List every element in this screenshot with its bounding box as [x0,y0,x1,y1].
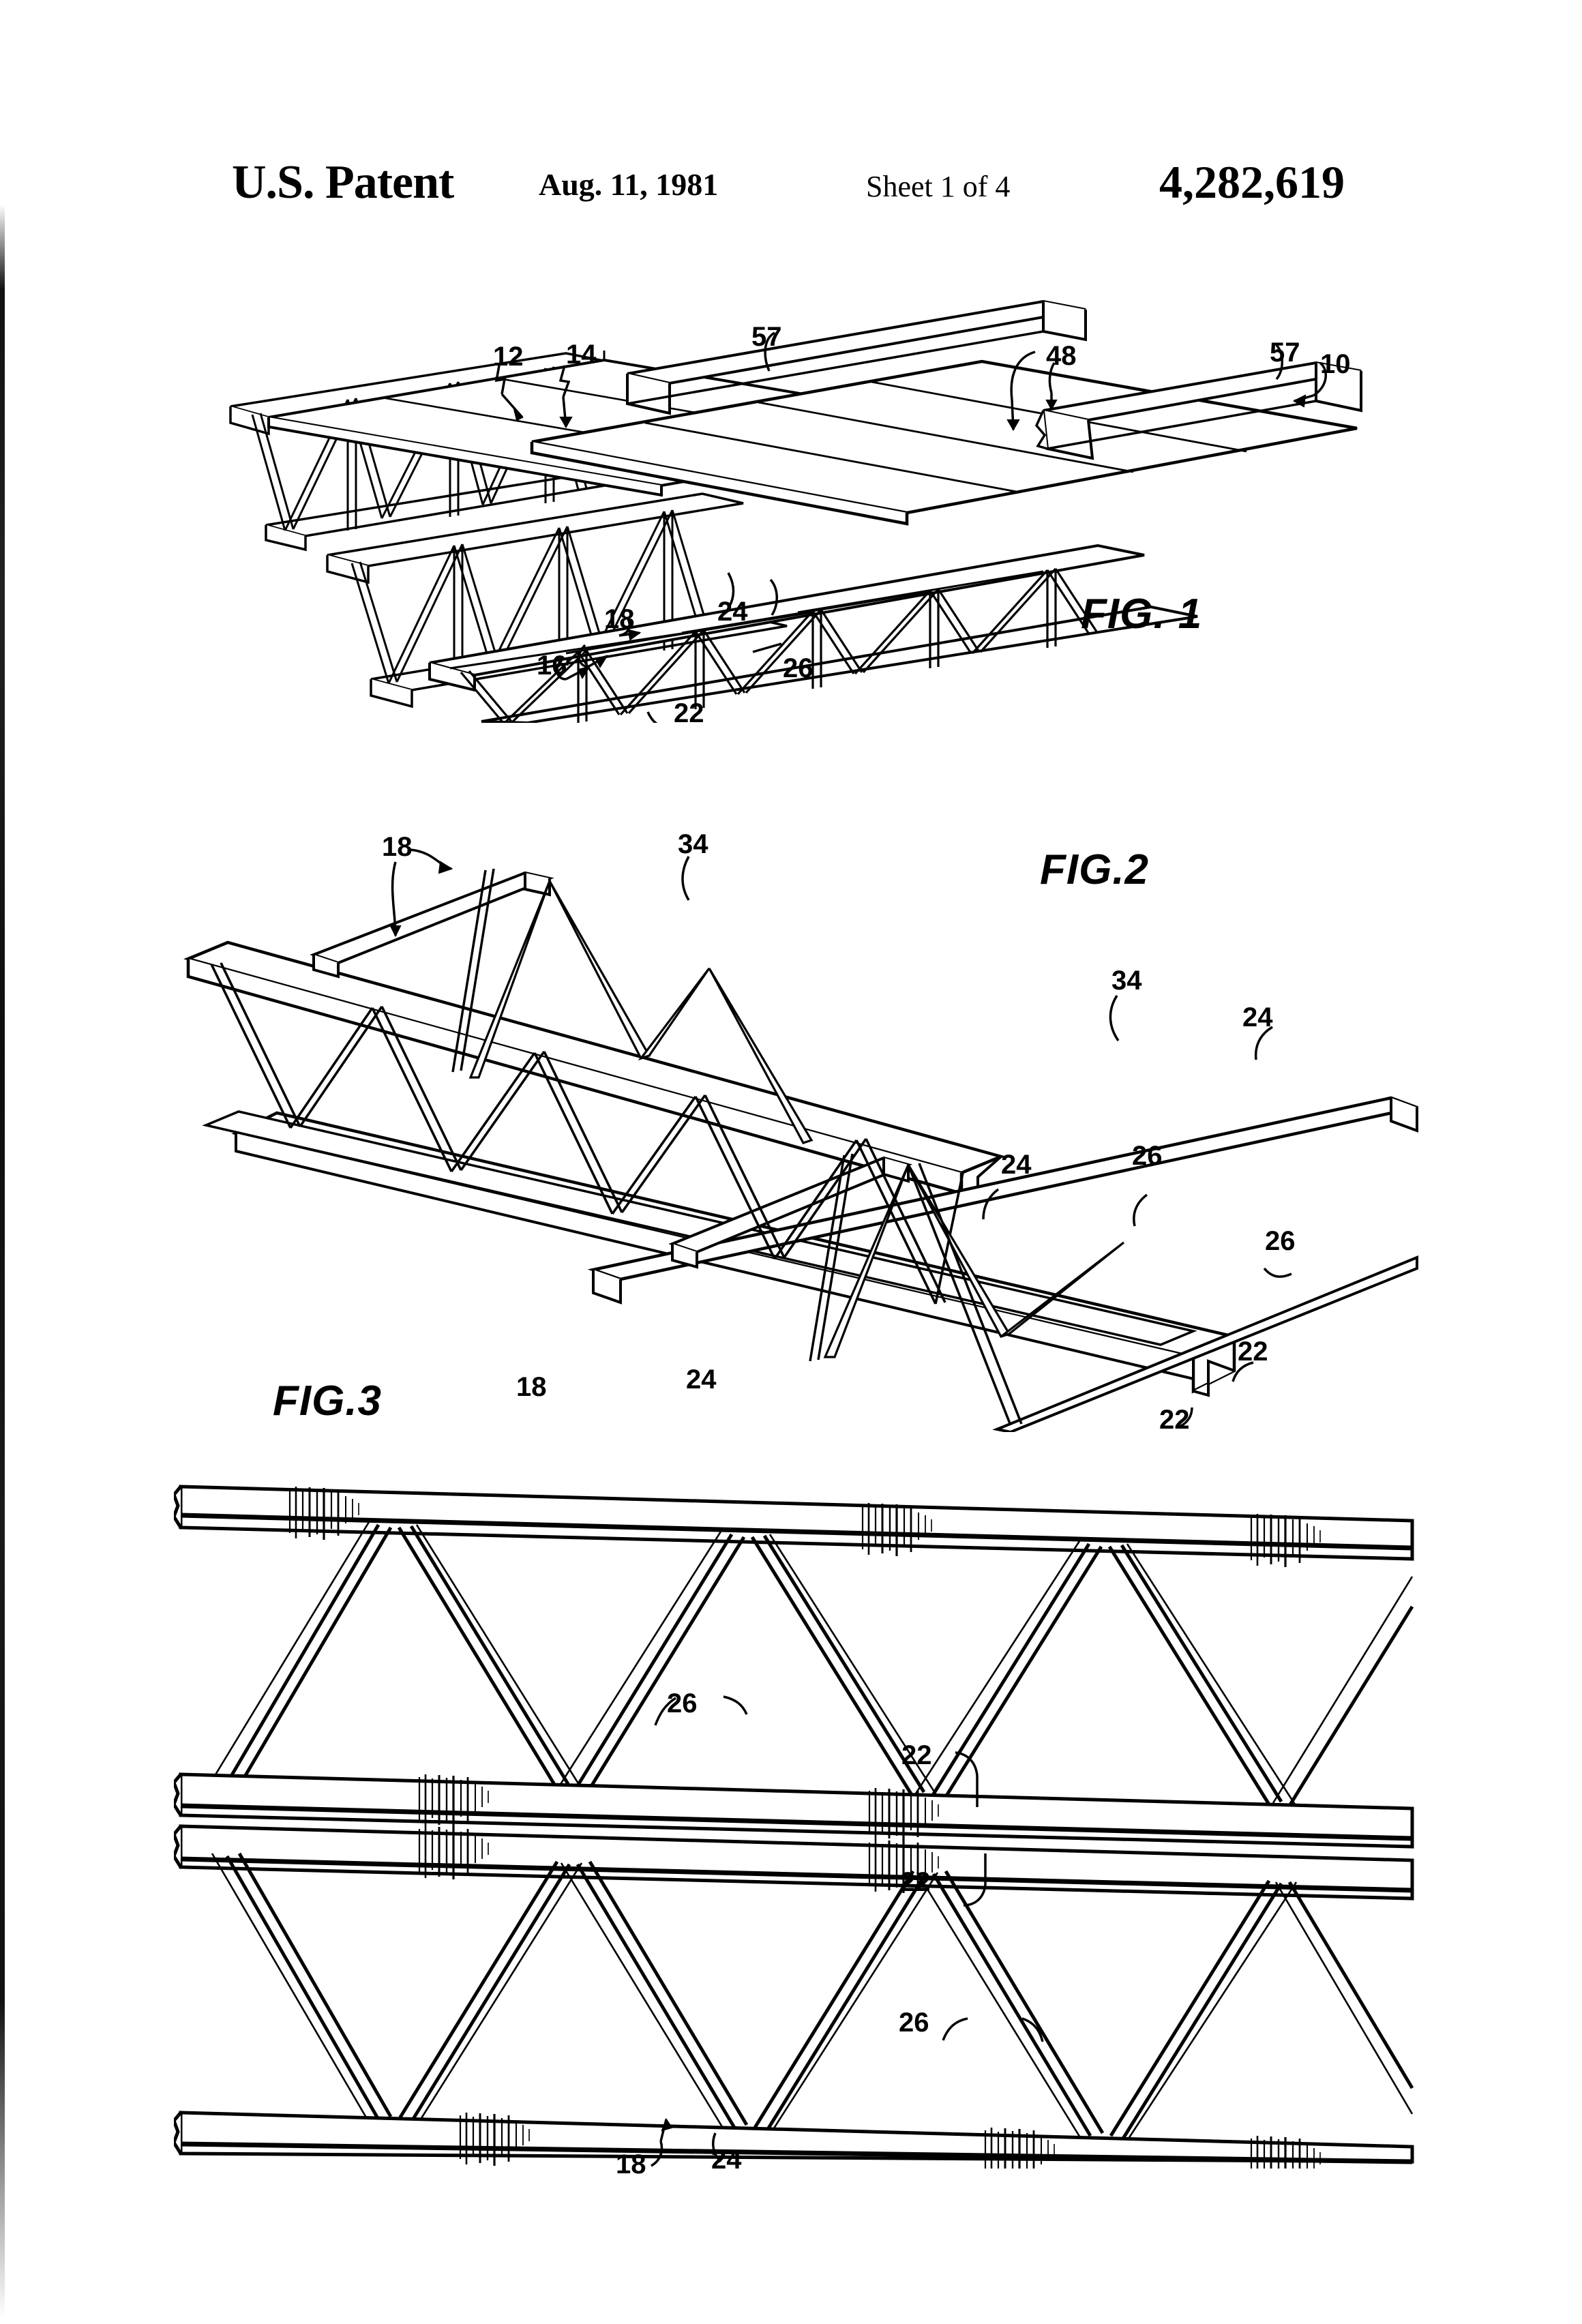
callout-16: 16 [537,651,567,681]
figure-3-title: FIG.3 [273,1377,383,1425]
callout-24-fig2-right: 24 [1242,1002,1273,1032]
callout-18-fig2: 18 [382,832,413,862]
patent-date: Aug. 11, 1981 [539,167,719,202]
callout-57-right: 57 [1270,338,1300,368]
callout-26-fig2-right: 26 [1265,1226,1296,1256]
callout-22-fig3-lower: 22 [900,1867,931,1897]
callout-22-fig2-upper: 22 [1238,1337,1268,1367]
figure-1-svg [229,300,1362,723]
callout-57-left: 57 [751,322,782,352]
callout-22-fig3-upper: 22 [901,1740,932,1770]
sheet-number: Sheet 1 of 4 [866,170,1011,203]
callout-34-lower: 34 [1111,966,1142,996]
callout-26-fig3-lower: 26 [899,2008,929,2038]
figure-3-svg [174,1485,1414,2169]
figure-2-title: FIG.2 [1040,846,1150,893]
callout-14: 14 [566,340,597,370]
callout-12: 12 [493,342,524,372]
callout-18-fig3-bottom: 18 [616,2149,646,2179]
callout-34-upper: 34 [678,829,708,859]
callout-26-fig2-mid: 26 [1132,1141,1163,1171]
callout-26-fig3-upper: 26 [667,1688,698,1718]
figure-3-drawing [174,1480,1422,2169]
callout-22-fig2-lower: 22 [1159,1405,1190,1435]
figure-2-svg [183,848,1418,1432]
callout-24-fig3-top: 24 [686,1365,717,1395]
patent-header: U.S. Patent Aug. 11, 1981 Sheet 1 of 4 4… [0,155,1582,230]
patent-office-label: U.S. Patent [232,156,454,209]
patent-number: 4,282,619 [1159,156,1345,208]
callout-24-fig3-bottom: 24 [711,2145,742,2175]
callout-10: 10 [1320,349,1351,379]
figure-2-drawing [170,791,1418,1432]
callout-22-fig1: 22 [674,698,704,728]
callout-26-fig1: 26 [783,653,814,683]
figure-1-drawing [225,300,1371,723]
callout-24-fig2-left: 24 [1001,1150,1032,1180]
scan-edge-artifact [0,205,5,2319]
figure-1-title: FIG. 1 [1081,591,1203,638]
callout-18-fig3-top: 18 [516,1372,547,1402]
callout-24-fig1: 24 [717,597,748,627]
callout-18-fig1: 18 [604,604,635,634]
callout-48: 48 [1046,341,1077,371]
